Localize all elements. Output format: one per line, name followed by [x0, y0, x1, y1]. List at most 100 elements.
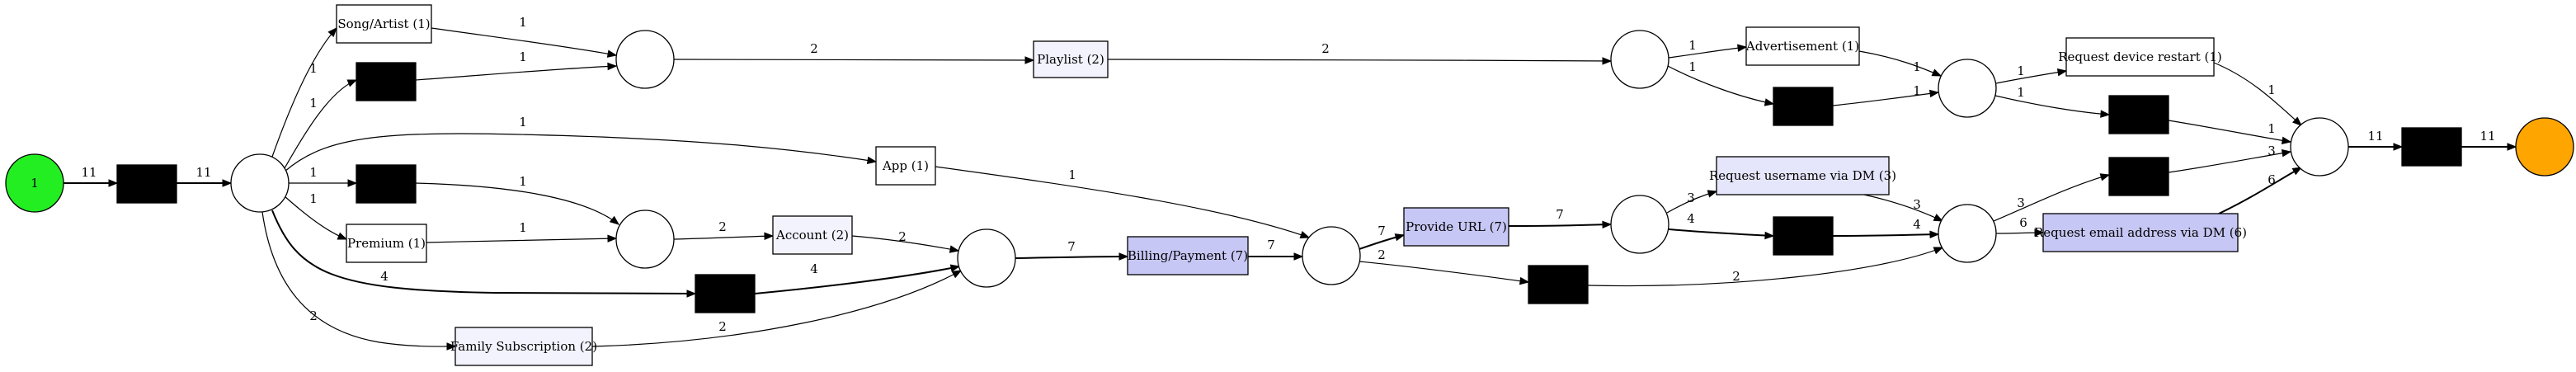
place-circle [1938, 59, 1997, 118]
arc-line [1994, 95, 2110, 115]
place-p7 [1610, 195, 1669, 254]
arrowhead [1602, 57, 1613, 65]
place-circle [1302, 226, 1361, 285]
arrowhead [607, 62, 618, 71]
arrowhead [1933, 214, 1944, 222]
arc-line [1107, 59, 1612, 62]
arc-t_tau_f-to-p9: 4 [1832, 217, 1940, 238]
arrowhead [951, 270, 963, 279]
arc-t_tau_c-to-p4: 4 [754, 261, 961, 294]
arc-t_playlist-to-p6: 2 [1107, 41, 1613, 65]
arc-weight-label: 2 [810, 41, 818, 56]
arc-line [1995, 70, 2067, 84]
place-circle [2290, 117, 2349, 177]
arrowhead [764, 232, 775, 241]
arc-weight-label: 7 [1267, 238, 1275, 252]
arrowhead [2099, 173, 2111, 181]
transition-box [116, 164, 177, 204]
arc-t_family-to-p4: 2 [591, 270, 963, 347]
transition-premium: Premium (1) [346, 224, 427, 263]
arc-weight-label: 4 [1687, 211, 1695, 226]
arc-p1-to-t_tau_a: 1 [284, 79, 358, 169]
arc-weight-label: 1 [309, 165, 318, 180]
place-p10 [2290, 117, 2349, 177]
arc-line [851, 235, 959, 252]
arrowhead [2100, 110, 2111, 118]
transition-playlist: Playlist (2) [1033, 40, 1109, 78]
arc-line [431, 27, 617, 56]
transition-box [1745, 26, 1860, 66]
arc-weight-label: 2 [898, 229, 907, 244]
arrowhead [2281, 149, 2292, 158]
arc-weight-label: 1 [519, 174, 527, 189]
arc-p_start-to-t_start_tau: 11 [64, 165, 119, 187]
arc-weight-label: 1 [519, 15, 527, 30]
transition-app: App (1) [875, 146, 936, 186]
arrowhead [2393, 143, 2404, 151]
arrowhead [2507, 143, 2517, 151]
arc-t_tau_g-to-p10: 1 [2168, 120, 2292, 144]
arc-weight-label: 3 [2017, 195, 2025, 210]
transition-label: Billing/Payment (7) [1128, 248, 1248, 263]
transition-label: Request email address via DM (6) [2034, 225, 2247, 240]
transition-box [1403, 207, 1509, 247]
transition-restart: Request device restart (1) [2058, 37, 2222, 77]
arc-p2-to-t_playlist: 2 [673, 41, 1035, 64]
arc-line [284, 133, 877, 172]
arc-p1-to-t_song: 1 [271, 27, 337, 158]
arc-t_url-to-p7: 7 [1508, 207, 1613, 229]
arc-p8-to-t_restart: 1 [1995, 64, 2068, 84]
arrowhead [2034, 228, 2045, 237]
arc-p1-to-t_family: 2 [261, 211, 457, 351]
arrowhead [1118, 252, 1129, 261]
transition-box [1528, 265, 1589, 304]
silent-transition [116, 164, 177, 204]
arc-line [1993, 174, 2110, 222]
arc-line [1359, 261, 1529, 283]
arc-weight-label: 1 [309, 191, 318, 206]
transition-box [2042, 213, 2239, 252]
transition-family: Family Subscription (2) [450, 327, 597, 366]
arc-line [261, 211, 456, 347]
arrowhead [686, 290, 697, 298]
transition-label: Account (2) [775, 228, 849, 243]
silent-transition [2401, 127, 2462, 167]
arc-line [426, 238, 617, 243]
arrowhead [607, 234, 618, 243]
arc-line [935, 166, 1310, 238]
arc-p5-to-t_url: 7 [1359, 224, 1406, 250]
transition-box [356, 62, 417, 101]
place-circle [1610, 30, 1669, 89]
arc-p8-to-t_tau_g: 1 [1994, 85, 2111, 118]
arc-weight-label: 11 [2479, 129, 2495, 144]
arc-t_ad-to-p8: 1 [1858, 50, 1943, 77]
arc-t_end_tau-to-p_end: 11 [2461, 129, 2517, 151]
transition-username: Request username via DM (3) [1709, 156, 1896, 195]
arc-t_premium-to-p3: 1 [426, 220, 618, 243]
arc-weight-label: 3 [2268, 144, 2276, 158]
arc-p1-to-t_app: 1 [284, 115, 878, 172]
arc-weight-label: 6 [2019, 215, 2027, 230]
transition-label: Song/Artist (1) [337, 16, 430, 31]
transition-ad: Advertisement (1) [1745, 26, 1860, 66]
transition-account: Account (2) [772, 215, 853, 255]
transition-email: Request email address via DM (6) [2034, 213, 2247, 252]
arrowhead [1602, 220, 1613, 229]
arrowhead [108, 179, 119, 187]
arc-t_app-to-p5: 1 [935, 166, 1311, 238]
transition-label: Request username via DM (3) [1709, 168, 1896, 183]
arc-weight-label: 7 [1067, 239, 1076, 254]
arc-line [591, 270, 962, 347]
arc-p7-to-t_username: 3 [1666, 190, 1718, 214]
arc-line [673, 59, 1034, 61]
arc-weight-label: 11 [2367, 129, 2383, 144]
transition-box [1773, 216, 1834, 256]
arrowhead [1293, 252, 1304, 261]
transition-label: Family Subscription (2) [450, 339, 597, 354]
arc-line [1668, 46, 1747, 59]
arc-t_tau_d-to-p9: 2 [1587, 247, 1944, 287]
transition-box [695, 274, 756, 313]
arc-line [1858, 50, 1942, 77]
place-p3 [615, 210, 675, 269]
